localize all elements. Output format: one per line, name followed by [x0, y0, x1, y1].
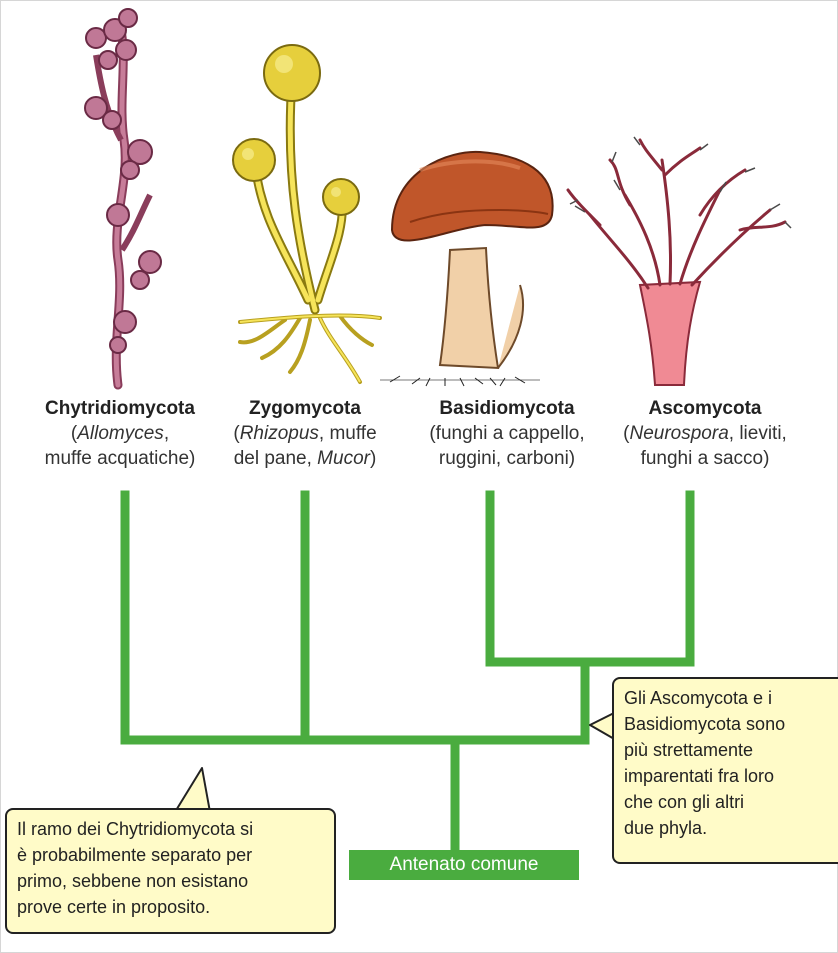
note-line: più strettamente — [624, 737, 828, 763]
phylum-label-basidiomycota: Basidiomycota (funghi a cappello, ruggin… — [402, 396, 612, 471]
note-line: è probabilmente separato per — [17, 842, 324, 868]
phylum-description: (Rhizopus, muffe — [200, 421, 410, 446]
phylum-label-chytridiomycota: Chytridiomycota (Allomyces, muffe acquat… — [15, 396, 225, 471]
basidiomycota-illustration — [380, 152, 553, 386]
phylogenetic-tree — [125, 495, 690, 848]
common-ancestor-label: Antenato comune — [349, 850, 579, 880]
note-line: imparentati fra loro — [624, 763, 828, 789]
note-line: Gli Ascomycota e i — [624, 685, 828, 711]
note-line: prove certe in proposito. — [17, 894, 324, 920]
ascomycota-illustration — [568, 137, 791, 385]
chytridiomycota-note: Il ramo dei Chytridiomycota si è probabi… — [5, 808, 336, 934]
phylum-description: muffe acquatiche) — [15, 446, 225, 471]
note-line: due phyla. — [624, 815, 828, 841]
phylum-description: funghi a sacco) — [600, 446, 810, 471]
chytridiomycota-illustration — [85, 9, 161, 385]
phylum-description: del pane, Mucor) — [200, 446, 410, 471]
phylum-name: Basidiomycota — [402, 396, 612, 421]
phylum-name: Chytridiomycota — [15, 396, 225, 421]
note-line: Basidiomycota sono — [624, 711, 828, 737]
phylum-description: (Allomyces, — [15, 421, 225, 446]
phylum-description: (Neurospora, lieviti, — [600, 421, 810, 446]
note-line: che con gli altri — [624, 789, 828, 815]
zygomycota-illustration — [233, 45, 380, 382]
phylum-description: ruggini, carboni) — [402, 446, 612, 471]
phylum-name: Zygomycota — [200, 396, 410, 421]
note-line: Il ramo dei Chytridiomycota si — [17, 816, 324, 842]
phylum-description: (funghi a cappello, — [402, 421, 612, 446]
phylum-label-ascomycota: Ascomycota (Neurospora, lieviti, funghi … — [600, 396, 810, 471]
note-line: primo, sebbene non esistano — [17, 868, 324, 894]
ascomycota-basidiomycota-note: Gli Ascomycota e i Basidiomycota sono pi… — [612, 677, 838, 864]
phylum-label-zygomycota: Zygomycota (Rhizopus, muffe del pane, Mu… — [200, 396, 410, 471]
phylum-name: Ascomycota — [600, 396, 810, 421]
